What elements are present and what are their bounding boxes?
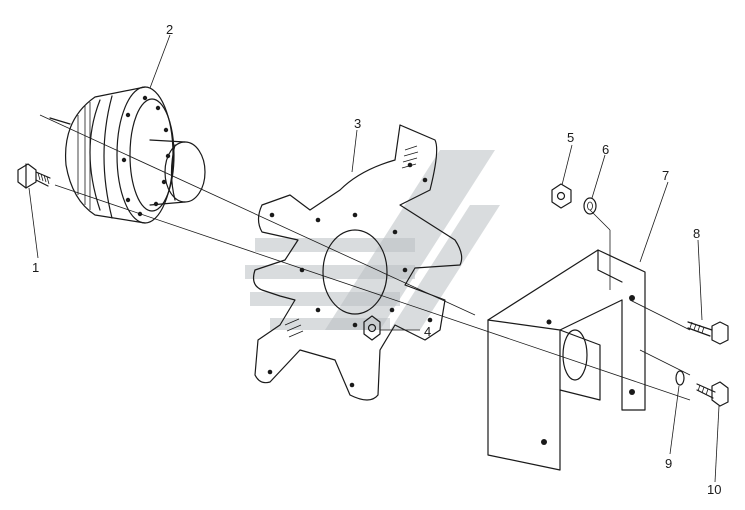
- assembly-axis-lines: [39, 114, 691, 401]
- part-bolt-10: [696, 381, 729, 407]
- callout-6: 6: [602, 142, 609, 157]
- part-star-plate-3: [252, 124, 463, 401]
- part-hub-motor-2: [49, 86, 206, 224]
- callout-7: 7: [662, 168, 669, 183]
- part-bolt-1: [17, 163, 51, 189]
- callout-2: 2: [166, 22, 173, 37]
- callout-1: 1: [32, 260, 39, 275]
- callout-4: 4: [424, 324, 431, 339]
- callout-leaders: [28, 34, 720, 483]
- callout-9: 9: [665, 456, 672, 471]
- watermark-logo: [245, 150, 500, 330]
- callout-3: 3: [354, 116, 361, 131]
- part-washer-6: [583, 197, 597, 215]
- part-bolt-8: [687, 321, 729, 345]
- part-washer-9: [675, 370, 685, 386]
- callout-labels: 1 2 3 4 5 6 7 8 9 10: [32, 22, 721, 497]
- part-bracket-7: [487, 249, 646, 471]
- callout-5: 5: [567, 130, 574, 145]
- callout-8: 8: [693, 226, 700, 241]
- callout-10: 10: [707, 482, 721, 497]
- part-nut-4: [363, 315, 381, 341]
- part-nut-5: [551, 183, 572, 209]
